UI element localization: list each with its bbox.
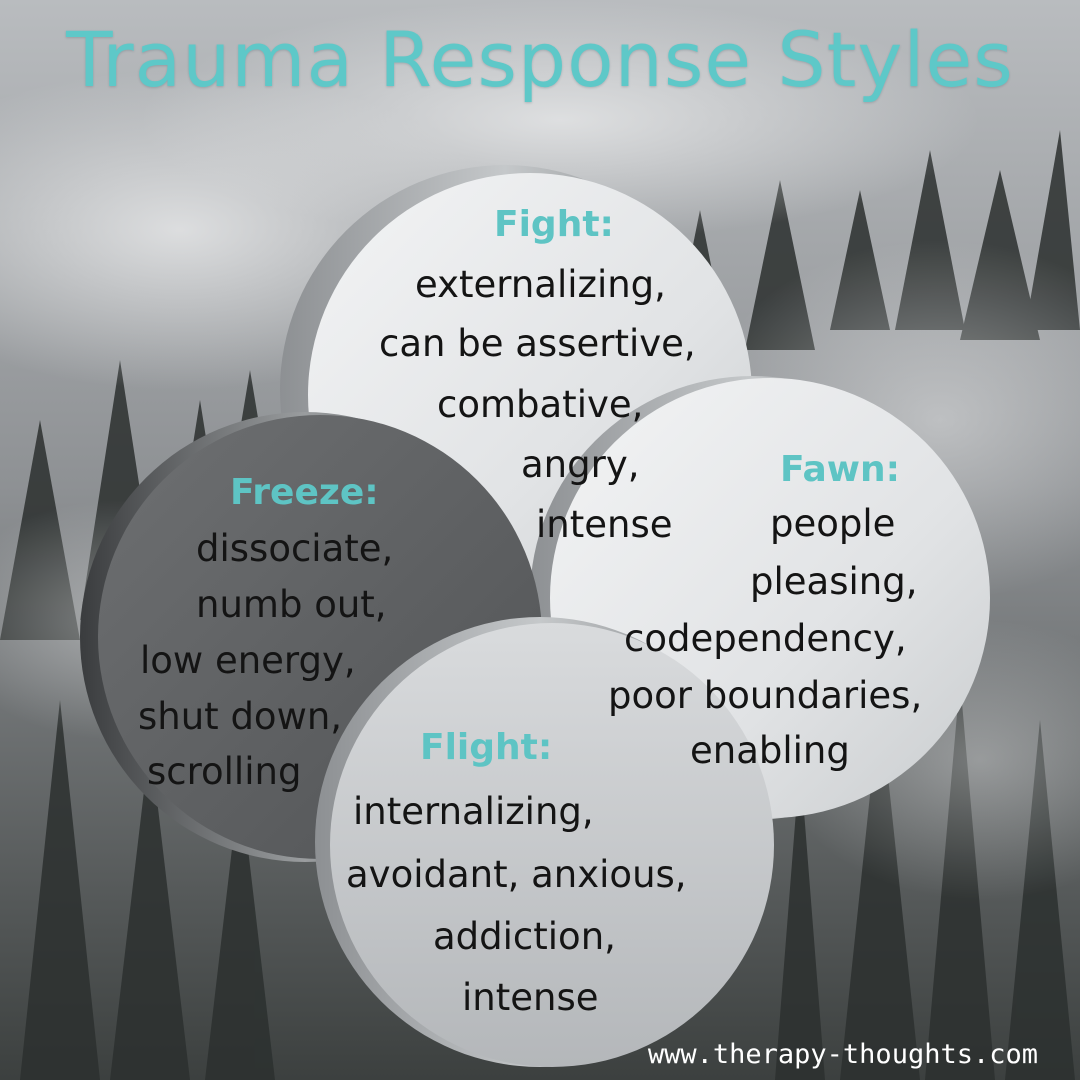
fawn-line: pleasing, (750, 560, 918, 603)
flight-line: intense (462, 976, 599, 1019)
fawn-line: people (770, 502, 896, 545)
footer-url: www.therapy-thoughts.com (647, 1039, 1038, 1070)
fight-line: combative, (437, 383, 644, 426)
flight-disc (315, 617, 774, 1067)
freeze-line: low energy, (140, 639, 356, 682)
flight-line: avoidant, anxious, (346, 853, 687, 896)
fight-label: Fight: (494, 204, 614, 245)
fawn-label: Fawn: (780, 449, 901, 490)
fight-line: angry, (521, 443, 640, 486)
flight-line: addiction, (433, 915, 616, 958)
freeze-label: Freeze: (230, 472, 379, 513)
fawn-line: codependency, (624, 617, 907, 660)
freeze-line: scrolling (147, 750, 302, 793)
freeze-line: numb out, (196, 583, 387, 626)
freeze-line: dissociate, (196, 527, 394, 570)
fight-line: intense (536, 503, 673, 546)
flight-label: Flight: (420, 727, 553, 768)
flight-line: internalizing, (353, 790, 594, 833)
fawn-line: enabling (690, 729, 850, 772)
page-title: Trauma Response Styles (66, 15, 1014, 104)
fight-line: externalizing, (415, 263, 666, 306)
fight-line: can be assertive, (379, 322, 696, 365)
freeze-line: shut down, (138, 695, 343, 738)
fawn-line: poor boundaries, (608, 674, 923, 717)
